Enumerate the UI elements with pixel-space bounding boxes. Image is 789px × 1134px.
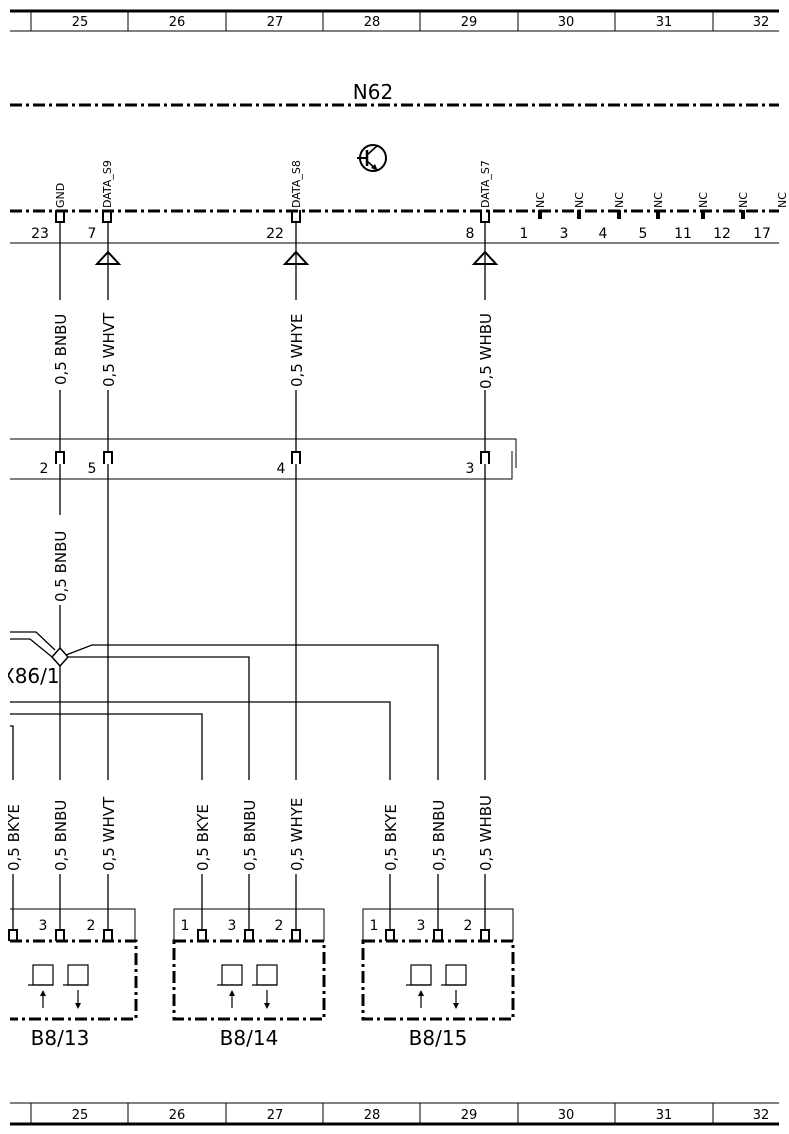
switch-pair-icon [28, 964, 89, 1009]
ruler-col-28: 28 [364, 15, 381, 30]
control-unit-n62: N62 GND DATA_S9 DATA_S8 DATA_S7 NC NC NC [10, 80, 789, 265]
signal-nc-4: NC [613, 192, 626, 208]
ruler-bottom-col-30: 30 [558, 1108, 575, 1123]
wire-label-whvt-b813: 0,5 WHVT [100, 796, 118, 871]
b8-13-pin-2: 2 [87, 918, 96, 934]
wire-label-bnbu-b813: 0,5 BNBU [52, 800, 70, 871]
wire-label-whye: 0,5 WHYE [288, 314, 306, 387]
wires-upper: 0,5 BNBU 0,5 WHVT 0,5 WHYE 0,5 WHBU [45, 222, 500, 452]
transistor-icon [357, 144, 387, 172]
pin-nc-12: 12 [713, 226, 731, 242]
b8-13-pin-3: 3 [39, 918, 48, 934]
b8-14-pin-1: 1 [181, 918, 190, 934]
signal-nc-3: NC [573, 192, 586, 208]
b8-14-pin-2: 2 [275, 918, 284, 934]
signal-data-s8: DATA_S8 [290, 160, 303, 208]
sensor-label-b8-14: B8/14 [220, 1026, 279, 1050]
wire-label-bnbu-b814: 0,5 BNBU [241, 800, 259, 871]
signal-gnd: GND [54, 183, 67, 208]
switch-pair-icon [406, 964, 467, 1009]
sensor-b8-15: 1 3 2 B8/15 [361, 908, 515, 1050]
signal-nc-11: NC [697, 192, 710, 208]
wire-label-whvt: 0,5 WHVT [100, 312, 118, 387]
ruler-col-27: 27 [267, 15, 284, 30]
signal-nc-1: NC [534, 192, 547, 208]
ruler-col-26: 26 [169, 15, 186, 30]
ruler-bottom-col-28: 28 [364, 1108, 381, 1123]
ruler-col-31: 31 [656, 15, 673, 30]
connector-pin-4: 4 [277, 461, 286, 477]
ruler-bottom-col-32: 32 [753, 1108, 770, 1123]
signal-data-s7: DATA_S7 [479, 160, 492, 208]
switch-pair-icon [217, 964, 278, 1009]
pin-7: 7 [88, 226, 97, 242]
connector-pin-5: 5 [88, 461, 97, 477]
b8-15-pin-1: 1 [370, 918, 379, 934]
wires-lower: 0,5 BNBU X86/1 0,5 BKYE 0,5 BNBU [0, 464, 500, 930]
unit-title: N62 [353, 80, 393, 104]
ruler-col-29: 29 [461, 15, 478, 30]
wire-label-bkye-b815: 0,5 BKYE [382, 804, 400, 871]
top-ruler: 25 26 27 28 29 30 31 32 [10, 9, 779, 32]
wire-label-whye-b814: 0,5 WHYE [288, 798, 306, 871]
ruler-bottom-col-27: 27 [267, 1108, 284, 1123]
sensor-b8-14: 1 3 2 B8/14 [172, 908, 326, 1050]
pin-nc-11: 11 [674, 226, 692, 242]
sensor-label-b8-13: B8/13 [31, 1026, 90, 1050]
pin-nc-17: 17 [753, 226, 771, 242]
pin-8: 8 [466, 226, 475, 242]
splice-point-icon [50, 646, 70, 668]
signal-nc-17: NC [776, 192, 789, 208]
ruler-col-32: 32 [753, 15, 770, 30]
wire-label-bnbu: 0,5 BNBU [52, 314, 70, 385]
wire-label-whbu: 0,5 WHBU [477, 313, 495, 389]
sensor-label-b8-15: B8/15 [409, 1026, 468, 1050]
ruler-bottom-col-29: 29 [461, 1108, 478, 1123]
signal-nc-12: NC [737, 192, 750, 208]
connector-pin-3: 3 [466, 461, 475, 477]
connector-block: 2 5 4 3 [10, 438, 517, 480]
ruler-col-30: 30 [558, 15, 575, 30]
ruler-bottom-col-26: 26 [169, 1108, 186, 1123]
pin-nc-5: 5 [639, 226, 648, 242]
pin-nc-3: 3 [560, 226, 569, 242]
wire-label-bnbu-b815: 0,5 BNBU [430, 800, 448, 871]
b8-15-pin-3: 3 [417, 918, 426, 934]
pin-nc-4: 4 [599, 226, 608, 242]
pin-23: 23 [31, 226, 49, 242]
pin-nc-1: 1 [520, 226, 529, 242]
wire-label-bkye-b813: 0,5 BKYE [5, 804, 23, 871]
ruler-col-25: 25 [72, 15, 89, 30]
wire-label-whbu-b815: 0,5 WHBU [477, 795, 495, 871]
wire-label-bnbu-2: 0,5 BNBU [52, 531, 70, 602]
bottom-ruler: 25 26 27 28 29 30 31 32 [10, 1102, 779, 1126]
splice-label: X86/1 [1, 664, 60, 688]
signal-data-s9: DATA_S9 [101, 160, 114, 208]
sensor-b8-13: 3 2 B8/13 [8, 908, 138, 1050]
b8-14-pin-3: 3 [228, 918, 237, 934]
ruler-bottom-col-25: 25 [72, 1108, 89, 1123]
signal-nc-5: NC [652, 192, 665, 208]
b8-15-pin-2: 2 [464, 918, 473, 934]
ruler-bottom-col-31: 31 [656, 1108, 673, 1123]
wire-label-bkye-b814: 0,5 BKYE [194, 804, 212, 871]
pin-22: 22 [266, 226, 284, 242]
connector-pin-2: 2 [40, 461, 49, 477]
